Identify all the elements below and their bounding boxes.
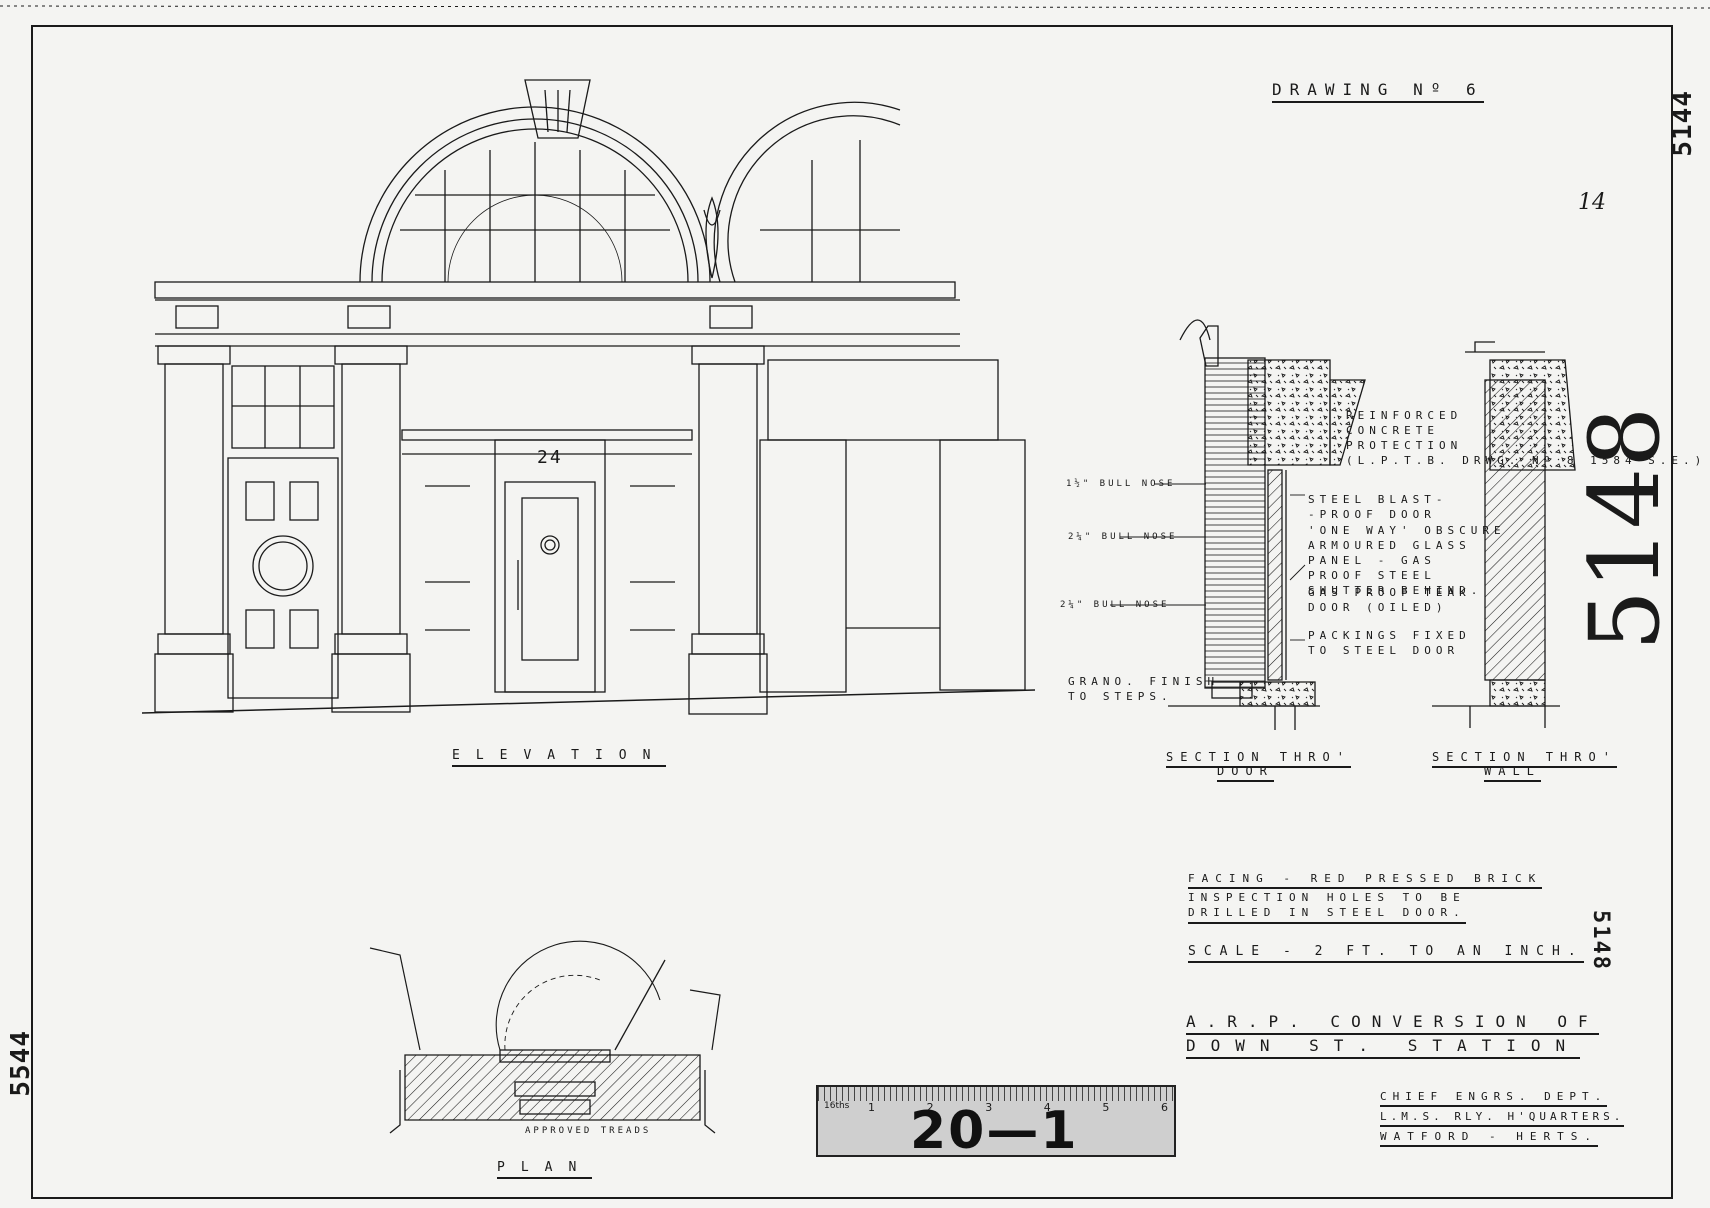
office-line-2: L.M.S. RLY. H'QUARTERS. — [1380, 1110, 1625, 1127]
office-line-1: CHIEF ENGRS. DEPT. — [1380, 1090, 1608, 1107]
ruler-ticks — [818, 1087, 1174, 1101]
section-door-view — [1110, 319, 1366, 730]
ruler-tick-3: 3 — [985, 1101, 993, 1114]
plan-label: PLAN — [497, 1160, 593, 1179]
margin-ref-left: 5544 — [6, 1030, 36, 1097]
bull-nose-1: 1½" BULL NOSE — [1066, 479, 1176, 489]
elevation-label: ELEVATION — [452, 748, 667, 767]
door-number: 24 — [537, 447, 563, 468]
packings-note: PACKINGS FIXED TO STEEL DOOR — [1308, 629, 1471, 657]
ruler-label: 20—1 — [910, 1101, 1079, 1161]
ruler-unit: 16ths — [824, 1101, 850, 1111]
treads-note: APPROVED TREADS — [525, 1126, 652, 1136]
drawing-number: DRAWING Nº 6 — [1272, 80, 1484, 103]
inspection-note: INSPECTION HOLES TO BE DRILLED IN STEEL … — [1188, 890, 1466, 924]
section-door-label-2: DOOR — [1217, 764, 1274, 782]
handwritten-number: 5148 — [1569, 406, 1681, 651]
section-wall-view — [1432, 341, 1576, 728]
title-line-1: A.R.P. CONVERSION OF — [1186, 1012, 1599, 1035]
stamp-number: 5148 — [1588, 910, 1613, 971]
section-door-label: SECTION THRO' — [1166, 750, 1351, 768]
ruler-tick-4: 4 — [1043, 1101, 1051, 1114]
plan-view — [369, 940, 721, 1134]
grano-note: GRANO. FINISH TO STEPS. — [1068, 675, 1220, 703]
teak-door-note: GAS PROOF TEAK DOOR (OILED) — [1308, 586, 1471, 614]
facing-note: FACING - RED PRESSED BRICK — [1188, 872, 1543, 889]
margin-ref-right: 5144 — [1668, 90, 1698, 157]
bull-nose-3: 2¼" BULL NOSE — [1060, 600, 1170, 610]
scale-note: SCALE - 2 FT. TO AN INCH. — [1188, 944, 1584, 963]
ruler-tick-2: 2 — [926, 1101, 934, 1114]
section-wall-label: SECTION THRO' — [1432, 750, 1617, 768]
sheet-mark: 14 — [1578, 190, 1606, 215]
scale-ruler: 16ths 1 2 3 4 5 6 20—1 — [816, 1085, 1176, 1157]
ruler-tick-5: 5 — [1102, 1101, 1110, 1114]
ruler-tick-6: 6 — [1160, 1101, 1168, 1114]
concrete-note: REINFORCED CONCRETE PROTECTION (L.P.T.B.… — [1346, 409, 1707, 467]
section-wall-label-2: WALL — [1484, 764, 1541, 782]
steel-door-note: STEEL BLAST- -PROOF DOOR — [1308, 493, 1448, 521]
title-line-2: DOWN ST. STATION — [1186, 1036, 1581, 1059]
ruler-tick-1: 1 — [868, 1101, 875, 1114]
bull-nose-2: 2¼" BULL NOSE — [1068, 532, 1178, 542]
ruler-tick-labels: 1 2 3 4 5 6 — [868, 1101, 1168, 1114]
elevation-view — [141, 79, 1036, 715]
office-line-3: WATFORD - HERTS. — [1380, 1130, 1598, 1147]
glass-note: 'ONE WAY' OBSCURE ARMOURED GLASS PANEL -… — [1308, 524, 1506, 597]
